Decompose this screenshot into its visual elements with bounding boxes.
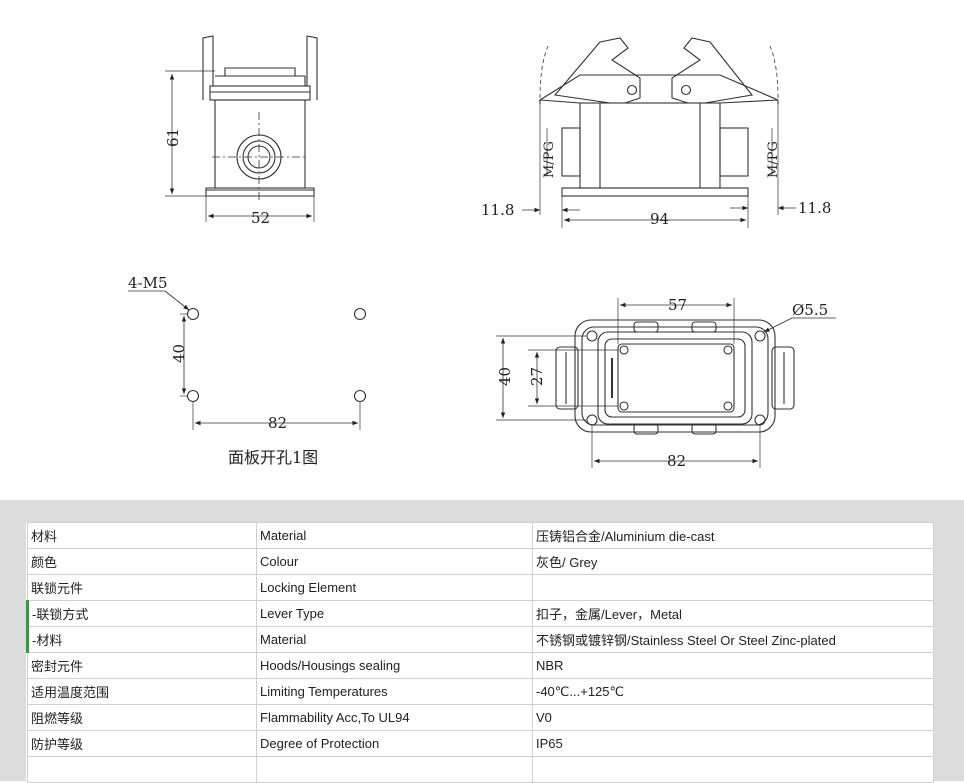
spec-label-zh: 联锁元件 — [27, 574, 257, 601]
spec-label-zh: -材料 — [26, 626, 257, 653]
spec-label-zh: 密封元件 — [27, 652, 257, 679]
dim-61: 61 — [164, 128, 182, 147]
empty-cell — [256, 756, 533, 783]
dim-82-bottom: 82 — [667, 452, 686, 470]
spec-value: 压铸铝合金/Aluminium die-cast — [532, 522, 934, 549]
spec-value: 不锈钢或镀锌钢/Stainless Steel Or Steel Zinc-pl… — [532, 626, 934, 653]
front-view — [522, 37, 796, 228]
empty-cell — [532, 756, 934, 783]
spec-label-zh: 材料 — [27, 522, 257, 549]
spec-value: V0 — [532, 704, 934, 731]
technical-drawing: 61 52 11.8 11.8 94 M/PG M/PG 4-M5 40 82 … — [128, 35, 836, 470]
table-row: 材料 Material 压铸铝合金/Aluminium die-cast — [27, 522, 934, 549]
spec-label-en: Hoods/Housings sealing — [256, 652, 533, 679]
table-row: 防护等级 Degree of Protection IP65 — [27, 730, 934, 757]
spec-label-en: Limiting Temperatures — [256, 678, 533, 705]
spec-value: 灰色/ Grey — [532, 548, 934, 575]
spec-label-en: Flammability Acc,To UL94 — [256, 704, 533, 731]
dim-27-inner: 27 — [528, 367, 546, 386]
table-row: -材料 Material 不锈钢或镀锌钢/Stainless Steel Or … — [26, 626, 934, 653]
label-mpg-right: M/PG — [766, 141, 781, 178]
dim-11-8-left: 11.8 — [481, 201, 514, 219]
spec-label-zh: 适用温度范围 — [27, 678, 257, 705]
dim-94: 94 — [650, 210, 669, 228]
spec-value — [532, 574, 934, 601]
side-view — [165, 35, 318, 222]
label-mpg-left: M/PG — [542, 141, 557, 178]
table-row: -联锁方式 Lever Type 扣子，金属/Lever，Metal — [26, 600, 934, 627]
spec-label-en: Material — [256, 626, 533, 653]
spec-label-en: Lever Type — [256, 600, 533, 627]
spec-label-zh: 颜色 — [27, 548, 257, 575]
dim-52: 52 — [251, 209, 270, 227]
specification-panel: 材料 Material 压铸铝合金/Aluminium die-cast 颜色 … — [0, 500, 964, 783]
spec-value: NBR — [532, 652, 934, 679]
empty-cell — [27, 756, 257, 783]
dim-40-outer: 40 — [496, 367, 514, 386]
table-row: 联锁元件 Locking Element — [27, 574, 934, 601]
spec-label-en: Colour — [256, 548, 533, 575]
dim-diameter-5-5: Ø5.5 — [792, 301, 828, 319]
table-row: 阻燃等级 Flammability Acc,To UL94 V0 — [27, 704, 934, 731]
spec-value: -40℃...+125℃ — [532, 678, 934, 705]
table-row: 颜色 Colour 灰色/ Grey — [27, 548, 934, 575]
spec-value: IP65 — [532, 730, 934, 757]
dim-40-holes: 40 — [170, 344, 188, 363]
spec-label-en: Locking Element — [256, 574, 533, 601]
spec-label-en: Material — [256, 522, 533, 549]
spec-label-zh: 阻燃等级 — [27, 704, 257, 731]
label-4-m5: 4-M5 — [128, 274, 168, 292]
spec-label-zh: -联锁方式 — [26, 600, 257, 627]
specification-table: 材料 Material 压铸铝合金/Aluminium die-cast 颜色 … — [26, 522, 934, 783]
drawing-svg: 61 52 11.8 11.8 94 M/PG M/PG 4-M5 40 82 … — [128, 35, 836, 470]
top-view — [496, 298, 836, 468]
spec-value: 扣子，金属/Lever，Metal — [532, 600, 934, 627]
table-row-empty — [27, 756, 934, 783]
spec-label-en: Degree of Protection — [256, 730, 533, 757]
table-row: 密封元件 Hoods/Housings sealing NBR — [27, 652, 934, 679]
panel-cutout-view — [128, 290, 367, 430]
spec-label-zh: 防护等级 — [27, 730, 257, 757]
dim-11-8-right: 11.8 — [798, 199, 831, 217]
panel-cutout-caption: 面板开孔1图 — [228, 448, 318, 467]
table-row: 适用温度范围 Limiting Temperatures -40℃...+125… — [27, 678, 934, 705]
dim-82-holes: 82 — [268, 414, 287, 432]
dim-57: 57 — [668, 296, 687, 314]
